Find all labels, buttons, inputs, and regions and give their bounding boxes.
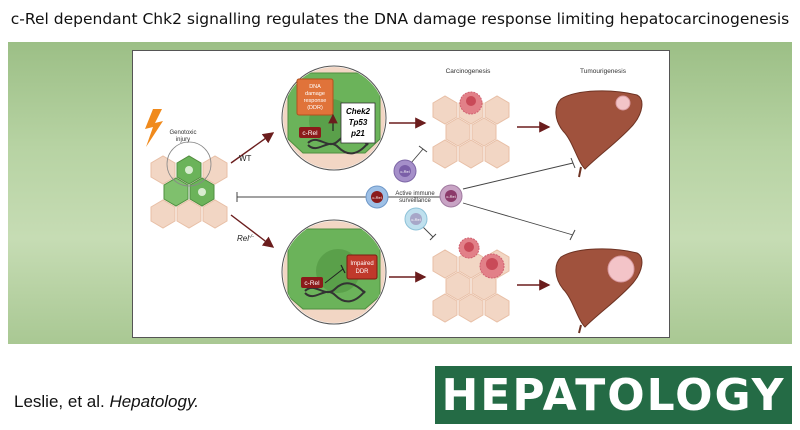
immune-cell: c-Rel (393, 159, 417, 183)
page-title: c-Rel dependant Chk2 signalling regulate… (10, 10, 790, 28)
lightning-icon (145, 109, 163, 147)
svg-text:DNA: DNA (309, 84, 321, 90)
svg-text:c-Rel: c-Rel (446, 194, 455, 199)
svg-text:c-Rel: c-Rel (304, 280, 320, 287)
wt-arrow (230, 132, 275, 164)
genotoxic-label: Genotoxic (169, 130, 196, 136)
citation: Leslie, et al. Hepatology. (14, 392, 199, 411)
carcinogenesis-cluster-wt (432, 95, 510, 169)
immune-surveillance-label-2: surveillance (399, 198, 431, 204)
graphical-abstract-diagram: Genotoxic injury WT Rel-/- DNA damage re… (145, 65, 643, 334)
gene-box (340, 102, 376, 144)
crel-box (301, 277, 323, 288)
immune-cell: c-Rel (404, 207, 428, 231)
gene-p21: p21 (350, 129, 365, 138)
svg-text:c-Rel: c-Rel (372, 195, 381, 200)
carcinogenesis-label: Carcinogenesis (446, 68, 492, 75)
immune-cell: c-Rel (439, 184, 463, 208)
carcinogenesis-cluster-relko (432, 249, 510, 323)
liver-relko (555, 248, 643, 334)
graphical-abstract-panel: Genotoxic injury WT Rel-/- DNA damage re… (132, 50, 670, 338)
injured-hepatocyte-cluster (150, 141, 228, 229)
wt-zoom-circle: DNA damage response (DDR) Chek2 Tp53 p21… (281, 65, 387, 171)
ddr-box (296, 78, 334, 116)
gene-tp53: Tp53 (349, 118, 368, 127)
hepatology-logo: HEPATOLOGY (435, 366, 792, 424)
svg-text:damage: damage (305, 91, 325, 97)
svg-text:c-Rel: c-Rel (411, 217, 420, 222)
svg-text:(DDR): (DDR) (307, 105, 323, 111)
svg-text:Impaired: Impaired (350, 261, 373, 267)
crel-box (299, 127, 321, 138)
svg-text:c-Rel: c-Rel (400, 169, 409, 174)
rel-ko-label: Rel-/- (237, 234, 254, 243)
impaired-ddr-box (346, 254, 378, 280)
relko-zoom-circle: Impaired DDR c-Rel (281, 219, 387, 325)
gene-chek2: Chek2 (346, 107, 371, 116)
liver-wt (555, 90, 643, 178)
injury-label: injury (176, 137, 190, 143)
relko-arrow (230, 214, 275, 248)
immune-cell: c-Rel (365, 185, 389, 209)
svg-text:c-Rel: c-Rel (302, 130, 318, 137)
svg-text:response: response (304, 98, 327, 104)
wt-label: WT (239, 154, 252, 163)
tumourigenesis-label: Tumourigenesis (580, 68, 627, 75)
immune-surveillance-label: Active immune (395, 191, 435, 197)
svg-text:DDR: DDR (356, 269, 370, 275)
